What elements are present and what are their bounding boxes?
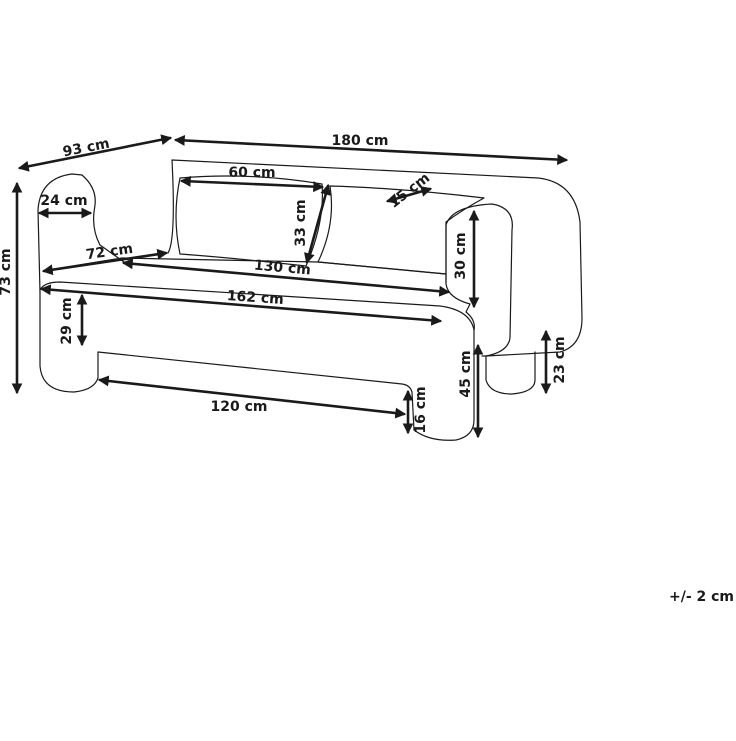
- base-width-label: 120 cm: [211, 399, 268, 415]
- seat-depth-arrow: [41, 248, 169, 276]
- right-leg: [485, 351, 536, 395]
- width-arrow: [173, 134, 569, 166]
- leg-height-label: 23 cm: [552, 336, 568, 383]
- tolerance-note: +/- 2 cm: [668, 589, 734, 605]
- depth-label: 93 cm: [62, 136, 111, 161]
- backrest-outline: [167, 159, 583, 357]
- width-label: 180 cm: [332, 133, 389, 149]
- cushion-height-arrow: [304, 183, 331, 265]
- arm-height-label: 30 cm: [453, 232, 469, 279]
- sofa-drawing: [37, 159, 583, 441]
- seat-depth-label: 72 cm: [85, 241, 134, 263]
- cushion-length-label: 60 cm: [228, 165, 275, 181]
- clearance-label: 16 cm: [413, 386, 429, 433]
- cushion-length-arrow: [179, 175, 325, 193]
- height-label: 73 cm: [0, 248, 14, 295]
- arm-width-label: 24 cm: [40, 193, 87, 209]
- sofa-base: [39, 291, 475, 441]
- seat-height-label: 45 cm: [458, 350, 474, 397]
- seat-cushion-height-label: 29 cm: [59, 297, 75, 344]
- seat-width-arrow: [39, 284, 443, 326]
- dimension-lines: [11, 134, 569, 439]
- seat-width-label: 162 cm: [226, 288, 284, 308]
- cushion-thickness-arrow: [385, 186, 433, 204]
- cushion-height-label: 33 cm: [293, 199, 309, 246]
- left-armrest: [37, 173, 125, 293]
- base-width-arrow: [97, 375, 407, 419]
- depth-arrow: [17, 134, 173, 172]
- backrest-width-label: 130 cm: [253, 258, 311, 279]
